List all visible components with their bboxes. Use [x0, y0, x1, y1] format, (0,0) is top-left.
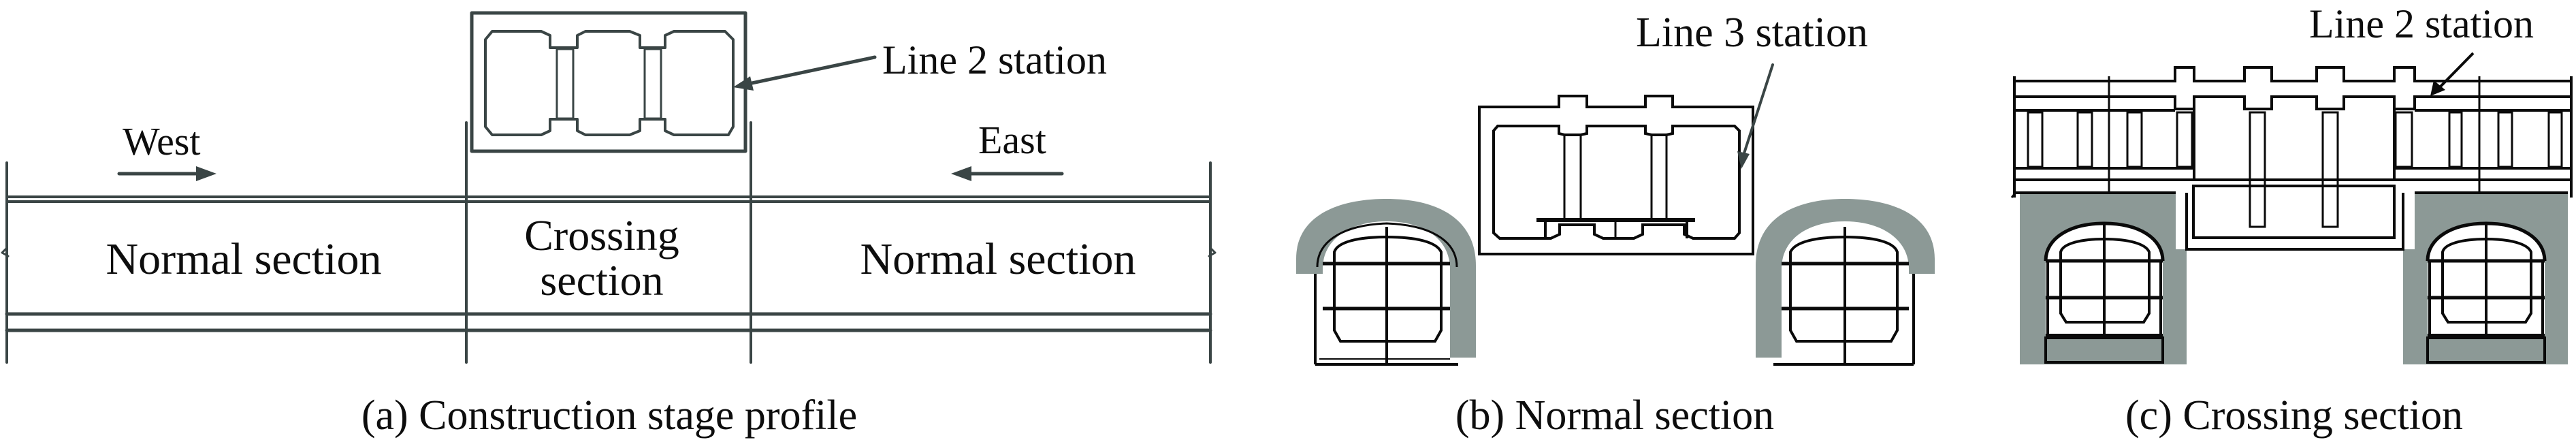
line3-station-crossing-icon	[2185, 111, 2404, 251]
panel-c-station-arrowhead	[2430, 80, 2445, 96]
west-label: West	[123, 119, 201, 163]
panel-b-station-label: Line 3 station	[1636, 10, 1868, 56]
caption-b: (b) Normal section	[1455, 392, 1774, 439]
east-arrow-icon	[951, 166, 1064, 181]
panel-a-station-label: Line 2 station	[882, 37, 1107, 82]
right-tunnel-icon	[1756, 199, 1935, 366]
panel-b-station-arrowhead	[1737, 151, 1750, 169]
segment-normal-east: Normal section	[860, 234, 1136, 284]
segment-crossing-line1: Crossing	[524, 211, 679, 260]
line3-station-icon	[1478, 95, 1754, 255]
panel-c-station-label: Line 2 station	[2309, 1, 2534, 46]
right-crossing-tunnel-icon	[2426, 221, 2547, 364]
caption-c: (c) Crossing section	[2125, 392, 2463, 439]
panel-c-station-arrow	[2437, 52, 2475, 90]
panel-a-station-arrow	[743, 55, 877, 87]
left-tunnel-icon	[1296, 199, 1476, 366]
east-label: East	[978, 118, 1046, 162]
panel-a-construction-profile: Line 2 station West East	[1, 11, 1217, 439]
panel-c-crossing-section: Line 2 station	[2010, 1, 2573, 439]
panel-b-station-arrow	[1743, 63, 1774, 155]
profile-lines	[1, 121, 1217, 364]
segment-normal-west: Normal section	[106, 234, 381, 284]
line2-station-icon	[470, 11, 747, 153]
line2-station-crossing-icon	[2010, 66, 2573, 198]
left-crossing-tunnel-icon	[2044, 221, 2165, 364]
panel-a-station-arrowhead	[733, 76, 754, 91]
segment-crossing-line2: section	[540, 256, 663, 304]
panel-b-normal-section: Line 3 station (b) Normal section	[1296, 10, 1935, 439]
west-arrow-icon	[117, 166, 216, 181]
caption-a: (a) Construction stage profile	[361, 392, 857, 439]
